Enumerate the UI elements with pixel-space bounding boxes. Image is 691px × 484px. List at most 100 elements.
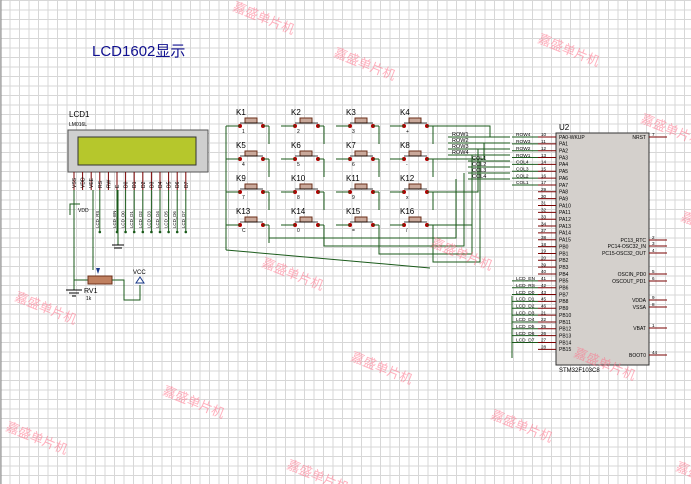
key-ref: K3: [346, 108, 356, 117]
pot-value: 1k: [86, 296, 92, 302]
key-k9[interactable]: K97: [226, 174, 270, 210]
mcu-pin-number: 21: [541, 310, 547, 315]
key-label: 7: [242, 195, 245, 201]
mcu-pin-number: 20: [541, 256, 547, 261]
key-ref: K2: [291, 108, 301, 117]
key-label: 5: [297, 162, 300, 168]
mcu-pin-number: 37: [541, 228, 547, 233]
mcu-pin-name: PB10: [559, 313, 571, 319]
lcd-pin-name: RS: [98, 180, 104, 188]
mcu-net-label: LCD_D7: [516, 338, 535, 344]
key-ref: K15: [346, 207, 361, 216]
mcu-chip[interactable]: U2 STM32F103C8 10PA0-WKUPROW411PA1ROW312…: [511, 123, 667, 374]
lcd-net-end: [175, 230, 179, 234]
mcu-net-label: LCD_EN: [516, 276, 535, 282]
key-k1[interactable]: K11: [226, 108, 270, 144]
key-label: 1: [242, 129, 245, 135]
mcu-pin-name: PA0-WKUP: [559, 135, 585, 141]
key-k16[interactable]: K16/: [390, 207, 434, 243]
lcd-screen: [77, 136, 197, 166]
mcu-pin-number: 39: [541, 262, 547, 267]
key-actuator: [408, 183, 422, 190]
mcu-pin-name: PB3: [559, 265, 569, 271]
mcu-pin-name: VDDA: [632, 298, 647, 304]
lcd-pin-name: D4: [158, 181, 164, 188]
mcu-pin-name: PB13: [559, 333, 571, 339]
key-ref: K4: [400, 108, 410, 117]
mcu-pin-name: PA13: [559, 224, 571, 230]
key-k8[interactable]: K8-: [390, 141, 434, 177]
key-k5[interactable]: K54: [226, 141, 270, 177]
mcu-pin-number: 16: [541, 173, 547, 178]
watermark-text: 嘉盛单片机: [429, 236, 495, 274]
mcu-pin-number: 13: [541, 153, 547, 158]
wire-pot-right: [112, 279, 141, 301]
mcu-pin-name: PA2: [559, 149, 568, 155]
mcu-pin-number: 11: [541, 139, 546, 144]
row-net-wire-2: [430, 143, 485, 160]
mcu-pin-number: 18: [541, 242, 547, 247]
lcd-ref: LCD1: [69, 110, 90, 119]
mcu-net-label: LCD_D4: [516, 317, 535, 323]
key-label: x: [406, 195, 409, 201]
key-actuator: [354, 216, 368, 223]
potentiometer-body[interactable]: [87, 275, 113, 285]
keypad-net-label: COL2: [472, 162, 486, 168]
key-k7[interactable]: K76: [336, 141, 380, 177]
watermark-text: 嘉盛单片机: [536, 32, 602, 70]
mcu-pin-number: 45: [541, 297, 547, 302]
mcu-pin-name: PB9: [559, 306, 569, 312]
key-k3[interactable]: K33: [336, 108, 380, 144]
lcd-pin-name: D0: [124, 181, 130, 188]
lcd-net-label: LCD_D7: [181, 211, 186, 228]
keypad-net-label: COL1: [472, 156, 486, 162]
vcc-symbol: [135, 276, 145, 284]
keypad-net-label: COL4: [472, 174, 486, 180]
mcu-pin-number: 32: [541, 208, 547, 213]
mcu-pin-number: 43: [541, 290, 547, 295]
lcd-net-end: [150, 230, 153, 234]
mcu-pin-name: PA12: [559, 217, 571, 223]
lcd-pin-name: VEE: [89, 177, 95, 188]
key-k15[interactable]: K15=: [336, 207, 380, 243]
watermark-text: 嘉盛单片机: [285, 458, 351, 484]
mcu-pin-name: PA8: [559, 190, 568, 196]
lcd-net-end: [98, 230, 102, 234]
key-actuator: [299, 150, 313, 157]
key-ref: K8: [400, 141, 410, 150]
key-ref: K13: [236, 207, 251, 216]
key-label: /: [406, 228, 408, 234]
watermark-text: 嘉盛单片机: [674, 460, 691, 484]
mcu-ref: U2: [559, 123, 570, 132]
key-label: 2: [297, 129, 300, 135]
key-k6[interactable]: K65: [281, 141, 325, 177]
mcu-pin-number: 19: [541, 249, 547, 254]
key-k2[interactable]: K2 2: [281, 108, 325, 144]
mcu-pin-number: 25: [541, 324, 547, 329]
mcu-pin-name: PB5: [559, 279, 569, 285]
lcd-net-label: LCD_D0: [121, 211, 126, 228]
mcu-pin-number: 22: [541, 317, 547, 322]
key-k4[interactable]: K4+: [390, 108, 434, 144]
lcd-net-label: LCD_D2: [138, 211, 143, 228]
